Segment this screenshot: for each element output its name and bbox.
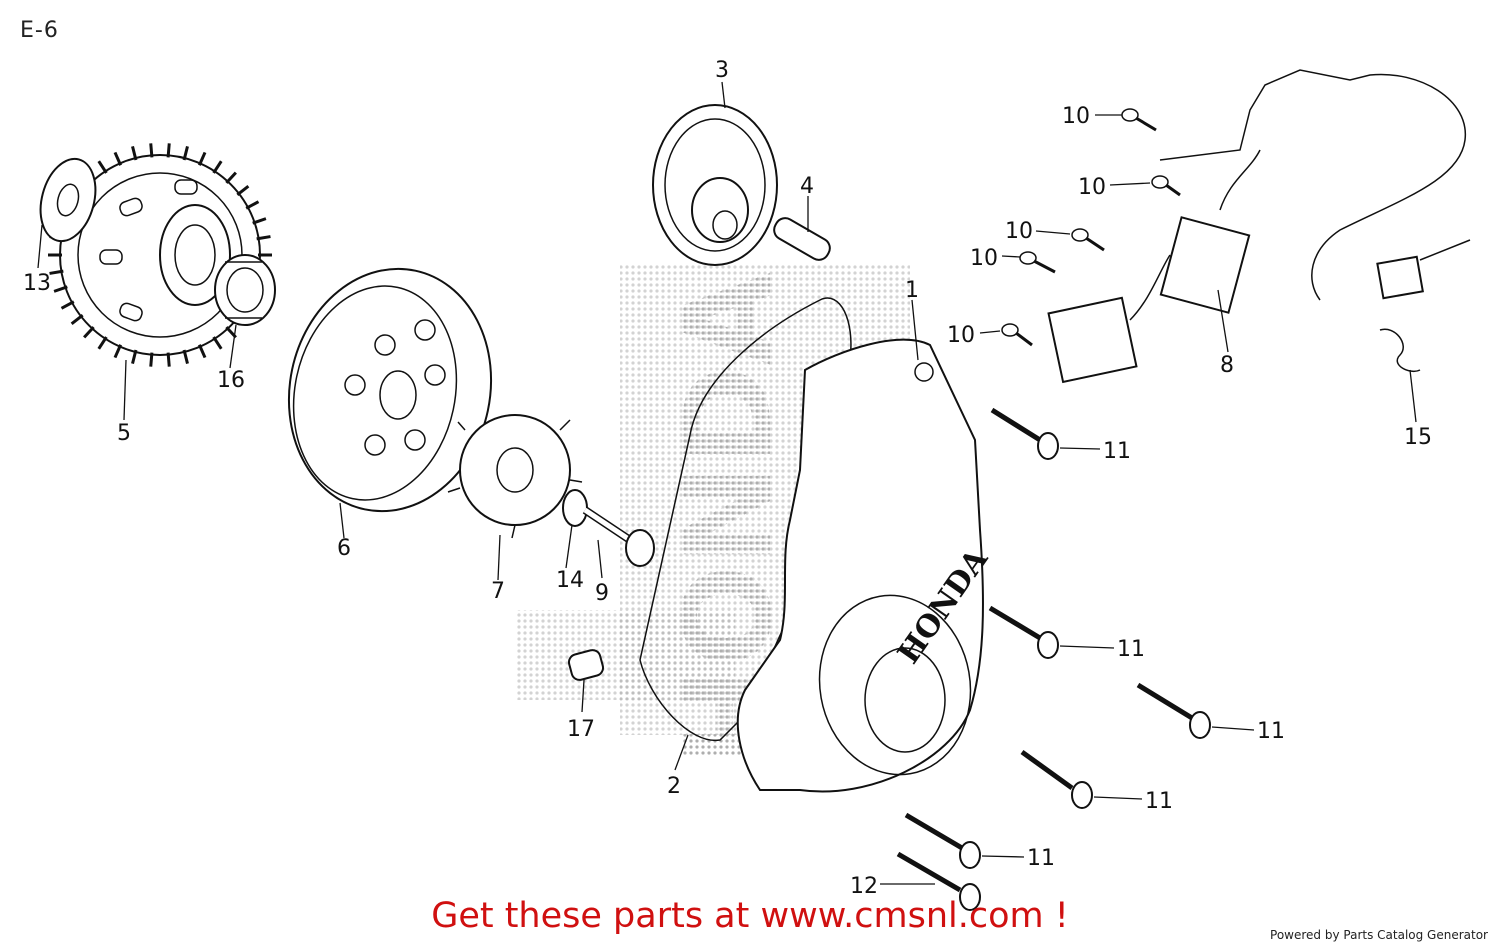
callout-labels: 1 2 3 4 5 6 7 8 9 10 10 10 10 10 11 11 1… <box>23 58 1432 899</box>
callout-17: 17 <box>567 717 595 742</box>
get-parts-link[interactable]: Get these parts at www.cmsnl.com ! <box>431 896 1069 936</box>
part-8-pulse-generator[interactable] <box>1047 69 1471 384</box>
part-1-left-crankcase-cover[interactable]: HONDA <box>736 338 996 793</box>
part-13-washer[interactable] <box>32 153 104 248</box>
callout-13: 13 <box>23 271 51 296</box>
callout-8: 8 <box>1220 353 1234 378</box>
part-17-dowel-pin[interactable] <box>567 648 605 681</box>
callout-11e: 11 <box>1027 846 1055 871</box>
part-10-screws[interactable] <box>1001 108 1181 347</box>
part-12-bolt[interactable] <box>896 851 981 911</box>
callout-10e: 10 <box>947 323 975 348</box>
callout-3: 3 <box>715 58 729 83</box>
callout-12: 12 <box>850 874 878 899</box>
powered-by-text: Powered by Parts Catalog Generator <box>1270 928 1488 942</box>
callout-11a: 11 <box>1103 439 1131 464</box>
callout-11c: 11 <box>1257 719 1285 744</box>
callout-10b: 10 <box>1078 175 1106 200</box>
callout-15: 15 <box>1404 425 1432 450</box>
callout-14: 14 <box>556 568 584 593</box>
part-7-one-way-clutch[interactable] <box>447 414 583 539</box>
callout-11b: 11 <box>1117 637 1145 662</box>
part-14-washer[interactable] <box>562 489 588 527</box>
callout-10a: 10 <box>1062 104 1090 129</box>
page-label: E-6 <box>20 18 59 43</box>
callout-7: 7 <box>491 579 505 604</box>
callout-10c: 10 <box>1005 219 1033 244</box>
part-6-starter-clutch-outer[interactable] <box>267 250 513 530</box>
callout-9: 9 <box>595 581 609 606</box>
part-5-driven-gear[interactable] <box>48 143 272 367</box>
callout-1: 1 <box>905 278 919 303</box>
callout-4: 4 <box>800 174 814 199</box>
part-11-bolts[interactable] <box>904 407 1211 869</box>
part-3-starter-idle-gear[interactable] <box>652 104 778 266</box>
leader-lines <box>37 81 1417 885</box>
callout-11d: 11 <box>1145 789 1173 814</box>
part-15-harness-clip[interactable] <box>1379 328 1421 372</box>
callout-5: 5 <box>117 421 131 446</box>
part-16-needle-bearing[interactable] <box>214 254 276 326</box>
part-9-bolt[interactable] <box>582 506 655 567</box>
part-4-idle-gear-shaft[interactable] <box>771 214 834 263</box>
callout-10d: 10 <box>970 246 998 271</box>
callout-16: 16 <box>217 368 245 393</box>
callout-6: 6 <box>337 536 351 561</box>
callout-2: 2 <box>667 774 681 799</box>
